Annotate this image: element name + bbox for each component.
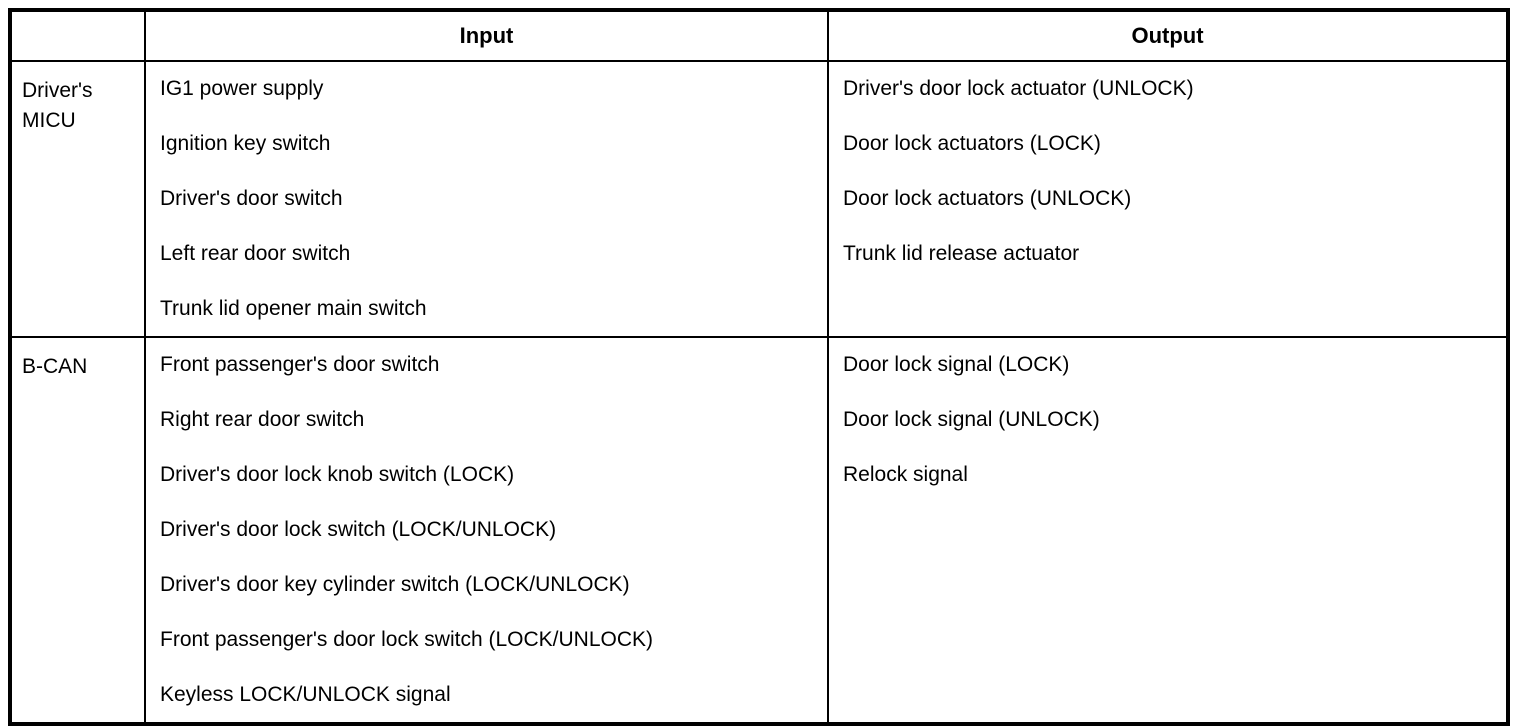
row-output-cell: Driver's door lock actuator (UNLOCK) Doo…	[827, 60, 1508, 338]
header-input: Input	[144, 10, 829, 62]
row-input-cell: IG1 power supply Ignition key switch Dri…	[144, 60, 829, 338]
output-item-list: Driver's door lock actuator (UNLOCK) Doo…	[843, 76, 1496, 267]
table-row: B-CAN Front passenger's door switch Righ…	[10, 336, 1508, 724]
list-item: Keyless LOCK/UNLOCK signal	[160, 683, 451, 706]
row-category-label: Driver's MICU	[10, 60, 146, 338]
list-item: Front passenger's door lock switch (LOCK…	[160, 628, 654, 651]
row-category-label: B-CAN	[10, 336, 146, 724]
table-row: Driver's MICU IG1 power supply Ignition …	[10, 60, 1508, 338]
list-item: Relock signal	[843, 463, 968, 486]
list-item: Ignition key switch	[160, 132, 331, 155]
input-item-list: IG1 power supply Ignition key switch Dri…	[160, 76, 817, 322]
list-item: Trunk lid opener main switch	[160, 297, 427, 320]
list-item: Door lock actuators (LOCK)	[843, 132, 1101, 155]
list-item: Left rear door switch	[160, 242, 351, 265]
row-output-cell: Door lock signal (LOCK) Door lock signal…	[827, 336, 1508, 724]
list-item: Door lock actuators (UNLOCK)	[843, 187, 1132, 210]
list-item: Door lock signal (UNLOCK)	[843, 408, 1100, 431]
list-item: Driver's door lock switch (LOCK/UNLOCK)	[160, 518, 557, 541]
list-item: IG1 power supply	[160, 77, 324, 100]
input-output-table: Input Output Driver's MICU IG1 power sup…	[8, 8, 1510, 726]
output-item-list: Door lock signal (LOCK) Door lock signal…	[843, 352, 1496, 488]
header-output: Output	[827, 10, 1508, 62]
table-body: Driver's MICU IG1 power supply Ignition …	[10, 60, 1508, 724]
list-item: Driver's door lock actuator (UNLOCK)	[843, 77, 1194, 100]
list-item: Door lock signal (LOCK)	[843, 353, 1070, 376]
table-header: Input Output	[10, 10, 1508, 62]
list-item: Right rear door switch	[160, 408, 365, 431]
list-item: Trunk lid release actuator	[843, 242, 1080, 265]
list-item: Driver's door lock knob switch (LOCK)	[160, 463, 515, 486]
row-input-cell: Front passenger's door switch Right rear…	[144, 336, 829, 724]
input-item-list: Front passenger's door switch Right rear…	[160, 352, 817, 708]
header-row: Input Output	[10, 10, 1508, 62]
list-item: Driver's door switch	[160, 187, 343, 210]
header-corner-blank	[10, 10, 146, 62]
list-item: Driver's door key cylinder switch (LOCK/…	[160, 573, 630, 596]
list-item: Front passenger's door switch	[160, 353, 440, 376]
